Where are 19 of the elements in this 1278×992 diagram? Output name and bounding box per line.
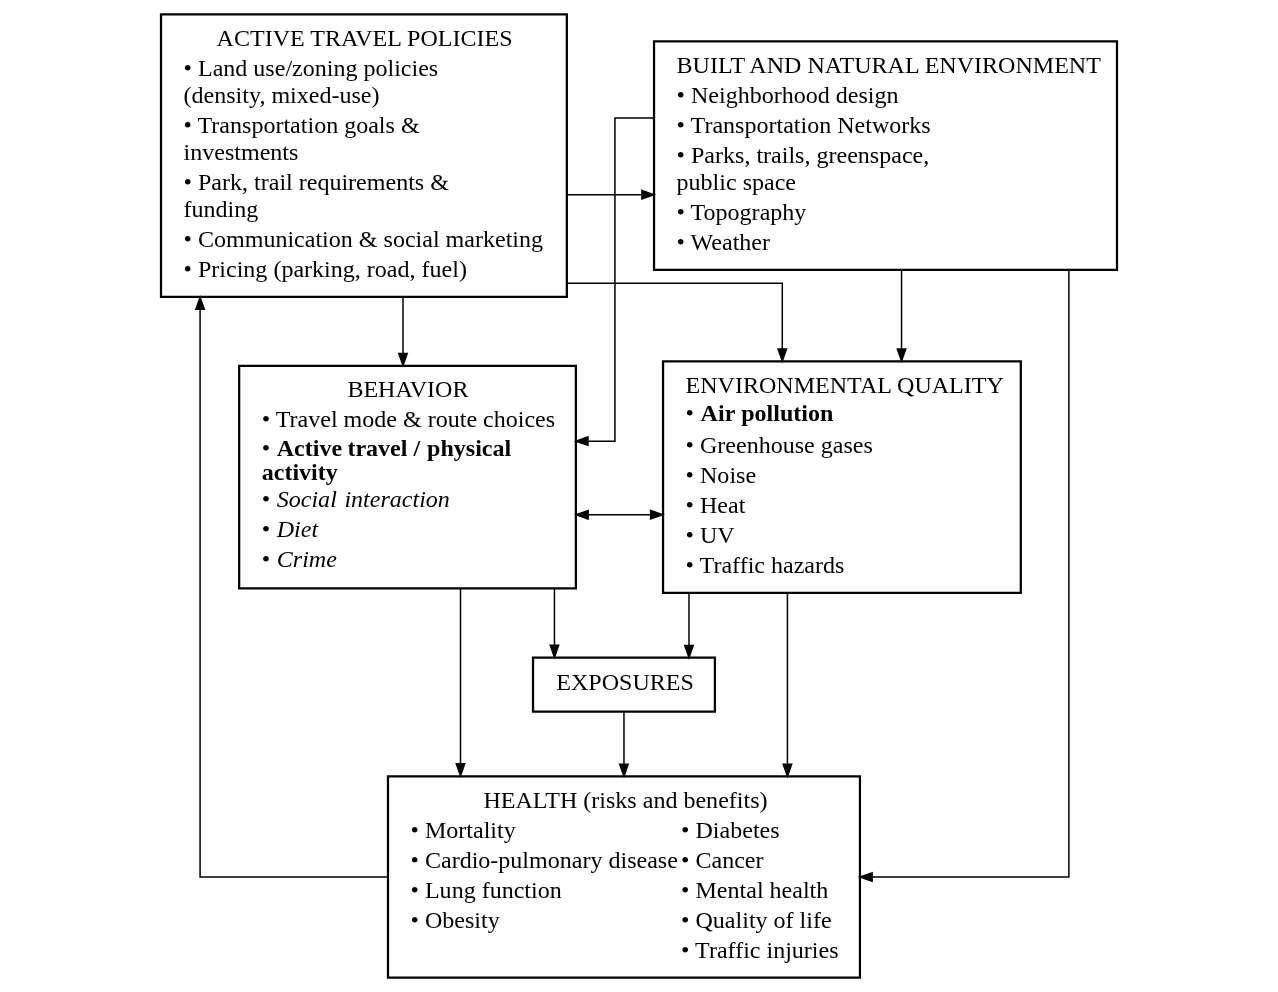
node-box: ACTIVE TRAVEL POLICIES • Land use/zoning policies (density, mixed-use) • Transportation goals & investments • Park, trail requirements & funding • Communication & social marketing • Pricing (parking, road, fuel)	[159, 13, 568, 298]
arrow	[573, 509, 665, 521]
arrow	[566, 189, 657, 200]
arrow	[683, 592, 695, 660]
arrow	[618, 711, 630, 779]
arrow	[397, 296, 409, 368]
node-box: BUILT AND NATURAL ENVIRONMENT • Neighborhood design • Transportation Networks • Parks, trails, greenspace, public space • Topography • Weather	[652, 40, 1119, 271]
node-box: EXPOSURES	[531, 656, 717, 713]
node-box: ENVIRONMENTAL QUALITY • Air pollution • Greenhouse gases • Noise • Heat • UV • Traffic hazards	[661, 360, 1022, 595]
arrow	[573, 117, 655, 447]
arrow	[566, 282, 788, 364]
node-box: HEALTH (risks and benefits) • Mortality • Diabetes • Cardio-pulmonary disease• Cancer • Lung function • Mental health • Obesity • Quality of life • Traffic injuries	[386, 775, 862, 979]
arrow	[857, 269, 1070, 883]
node-box: BEHAVIOR • Travel mode & route choices • Active travel / physical activity • Social interaction • Diet • Crime	[238, 364, 577, 590]
arrow	[194, 294, 389, 878]
arrow	[782, 592, 793, 779]
arrow	[896, 269, 907, 364]
arrow	[549, 588, 560, 660]
arrow	[455, 587, 466, 779]
